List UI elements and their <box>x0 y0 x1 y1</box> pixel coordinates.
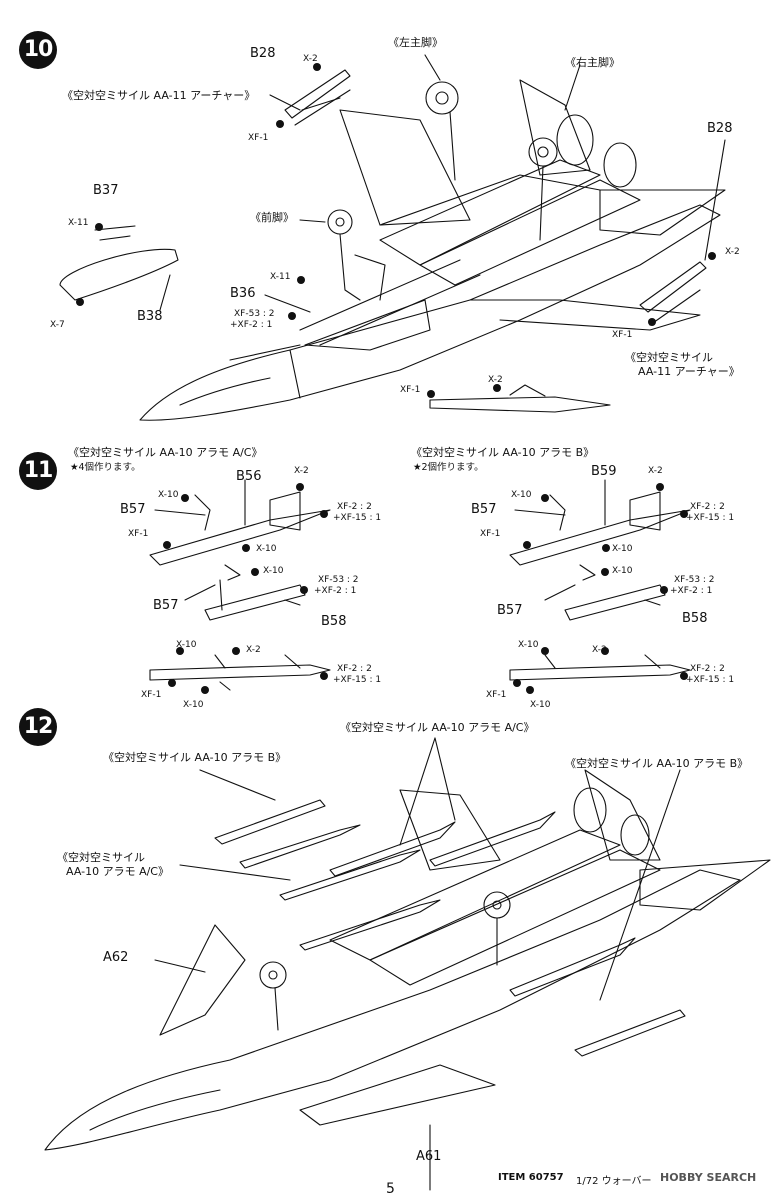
part-b56: B56 <box>236 469 262 484</box>
label-aa11-right-line1: 《空対空ミサイル <box>625 351 713 364</box>
paint-s11-xf2-d: XF-2 : 2 <box>690 502 725 512</box>
part-b37: B37 <box>93 183 119 198</box>
paint-s11-x10-e: X-10 <box>183 700 204 710</box>
part-b28-left: B28 <box>250 46 276 61</box>
paint-x11-a: X-11 <box>68 218 89 228</box>
paint-s11-xf2-e: +XF-2 : 1 <box>670 586 713 596</box>
paint-s11-xf2-a: XF-2 : 2 <box>337 502 372 512</box>
part-b38: B38 <box>137 309 163 324</box>
label-s12-aa10-ac-left-line2: AA-10 アラモ A/C》 <box>66 865 169 878</box>
paint-s11-x10-c: X-10 <box>263 566 284 576</box>
part-b57-b: B57 <box>153 598 179 613</box>
part-b58-b: B58 <box>682 611 708 626</box>
watermark: HOBBY SEARCH <box>660 1171 757 1184</box>
label-s12-aa10-ac-top: 《空対空ミサイル AA-10 アラモ A/C》 <box>340 721 535 734</box>
paint-x2-a: X-2 <box>303 54 318 64</box>
part-a62: A62 <box>103 950 129 965</box>
footer-scale: 1/72 ウォーバー <box>576 1176 652 1187</box>
footer-item-number: ITEM 60757 <box>498 1172 564 1183</box>
label-make-four: ★4個作ります。 <box>70 462 141 473</box>
part-b57-a: B57 <box>120 502 146 517</box>
paint-s11-x10-j: X-10 <box>530 700 551 710</box>
label-nose-gear: 《前脚》 <box>250 211 294 224</box>
paint-s11-xf15-a: +XF-15 : 1 <box>333 513 382 523</box>
paint-s11-xf2-f: XF-2 : 2 <box>690 664 725 674</box>
label-aa11-right-line2: AA-11 アーチャー》 <box>638 365 740 378</box>
paint-x7: X-7 <box>50 320 65 330</box>
paint-s11-xf1-c: XF-1 <box>480 529 501 539</box>
step11-missiles <box>149 479 691 691</box>
paint-xf1-a: XF-1 <box>248 133 269 143</box>
step-number-12: 12 <box>19 708 57 746</box>
paint-s11-x10-b: X-10 <box>256 544 277 554</box>
label-aa11-left: 《空対空ミサイル AA-11 アーチャー》 <box>62 89 256 102</box>
paint-s11-x10-g: X-10 <box>612 544 633 554</box>
label-aa10-b-title: 《空対空ミサイル AA-10 アラモ B》 <box>411 446 595 459</box>
part-a61: A61 <box>416 1149 442 1164</box>
paint-s11-x10-d: X-10 <box>176 640 197 650</box>
paint-x2-c: X-2 <box>488 375 503 385</box>
part-b28-right: B28 <box>707 121 733 136</box>
step-number-10: 10 <box>19 31 57 69</box>
paint-s11-x10-f: X-10 <box>511 490 532 500</box>
paint-s11-xf1-a: XF-1 <box>128 529 149 539</box>
paint-s11-xf1-b: XF-1 <box>141 690 162 700</box>
paint-xf1-b: XF-1 <box>612 330 633 340</box>
label-make-two: ★2個作ります。 <box>413 462 484 473</box>
paint-s11-xf15-d: +XF-15 : 1 <box>686 675 735 685</box>
paint-s11-xf2-b: +XF-2 : 1 <box>314 586 357 596</box>
label-s12-aa10-ac-left-line1: 《空対空ミサイル <box>57 851 145 864</box>
paint-s11-xf1-d: XF-1 <box>486 690 507 700</box>
paint-s11-xf53-a: XF-53 : 2 <box>318 575 359 585</box>
part-b57-c: B57 <box>471 502 497 517</box>
paint-s11-x2-c: X-2 <box>648 466 663 476</box>
paint-s11-x2-b: X-2 <box>246 645 261 655</box>
step-number-11: 11 <box>19 452 57 490</box>
label-aa10-ac-title: 《空対空ミサイル AA-10 アラモ A/C》 <box>68 446 263 459</box>
part-b57-d: B57 <box>497 603 523 618</box>
paint-s11-x2-d: X-2 <box>592 645 607 655</box>
paint-s11-xf15-c: +XF-15 : 1 <box>686 513 735 523</box>
paint-x11-b: X-11 <box>270 272 291 282</box>
label-right-main-gear: 《右主脚》 <box>565 56 620 69</box>
step10-aircraft <box>59 54 726 421</box>
paint-xf1-c: XF-1 <box>400 385 421 395</box>
part-b58-a: B58 <box>321 614 347 629</box>
paint-s11-x2-a: X-2 <box>294 466 309 476</box>
paint-s11-xf15-b: +XF-15 : 1 <box>333 675 382 685</box>
paint-s11-x10-a: X-10 <box>158 490 179 500</box>
label-s12-aa10-b-right: 《空対空ミサイル AA-10 アラモ B》 <box>565 757 749 770</box>
paint-s11-x10-i: X-10 <box>518 640 539 650</box>
paint-s11-xf2-c: XF-2 : 2 <box>337 664 372 674</box>
step12-aircraft <box>44 737 771 1191</box>
label-s12-aa10-b-left: 《空対空ミサイル AA-10 アラモ B》 <box>103 751 287 764</box>
paint-s11-x10-h: X-10 <box>612 566 633 576</box>
paint-xf53-a: XF-53 : 2 <box>234 309 275 319</box>
part-b59: B59 <box>591 464 617 479</box>
part-b36: B36 <box>230 286 256 301</box>
paint-xf2-a: +XF-2 : 1 <box>230 320 273 330</box>
paint-x2-b: X-2 <box>725 247 740 257</box>
paint-s11-xf53-b: XF-53 : 2 <box>674 575 715 585</box>
page-number: 5 <box>386 1181 395 1197</box>
label-left-main-gear: 《左主脚》 <box>388 36 443 49</box>
